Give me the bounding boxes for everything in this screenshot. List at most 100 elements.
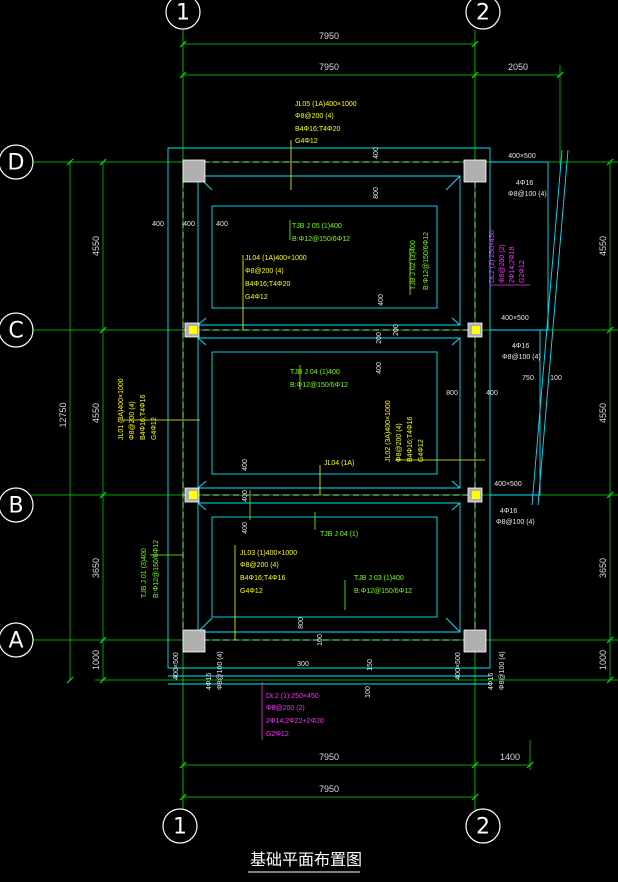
- jl01-label-4: G4Φ12: [151, 417, 158, 440]
- jl02-label-4: G4Φ12: [418, 439, 425, 462]
- dim-100-low: 100: [365, 686, 372, 698]
- dim-200-mid: 200: [376, 332, 383, 344]
- dim-bottom-span-1: 7950: [319, 752, 339, 762]
- dim-800-right: 800: [446, 390, 458, 397]
- axis-label-row-d: D: [8, 151, 25, 176]
- jl04-label-3: B4Φ16;T4Φ20: [245, 281, 291, 288]
- axis-label-col1-bottom: 1: [173, 815, 187, 840]
- jl01-label-1: JL01 (3A)400×1000: [118, 378, 125, 440]
- jl04-label-2: Φ8@200 (4): [245, 268, 284, 275]
- dim-left-bottom: 1000: [91, 650, 101, 670]
- tjb02-label-2: B:Φ12@150/6Φ12: [423, 232, 430, 290]
- dim-left-bc: 4550: [91, 403, 101, 423]
- tjb01-label-2: B:Φ12@150/6Φ12: [153, 540, 160, 598]
- axis-label-col2-top: 2: [476, 1, 490, 26]
- axis-label-row-a: A: [8, 629, 23, 654]
- jl04-label-1: JL04 (1A)400×1000: [245, 255, 307, 262]
- dim-400-right: 400: [486, 390, 498, 397]
- dim-left-cd: 4550: [91, 236, 101, 256]
- jl05-label-2: Φ8@200 (4): [295, 113, 334, 120]
- col-bar-4-line2: Φ8@100 (4): [217, 651, 224, 690]
- tjb01-label-1: TJB J 01 (3)400: [141, 548, 148, 598]
- dim-400a: 400: [152, 221, 164, 228]
- tjb03-label-1: TJB J 03 (1)400: [354, 575, 404, 582]
- dim-400-b2: 400: [242, 490, 249, 502]
- jl01-label-2: Φ8@200 (4): [129, 401, 136, 440]
- col-bar-1-line1: 4Φ16: [516, 180, 533, 187]
- jl05-label-4: G4Φ12: [295, 138, 318, 145]
- dim-400-b3: 400: [242, 522, 249, 534]
- jl05-label-3: B4Φ16;T4Φ20: [295, 126, 341, 133]
- dim-right-bottom: 1000: [598, 650, 608, 670]
- dim-right-bc: 4550: [598, 403, 608, 423]
- dim-200-mid-b: 200: [393, 324, 400, 336]
- jl02-label-2: Φ8@200 (4): [396, 423, 403, 462]
- dim-top-span-1: 7950: [319, 31, 339, 41]
- dl2-right-label-1: DL2 (2) 250×450: [489, 230, 496, 283]
- dim-100-bot: 100: [317, 634, 324, 646]
- jl01-label-3: B4Φ16;T4Φ16: [140, 394, 147, 440]
- axis-bubbles: [0, 0, 501, 844]
- dim-col-400x500-c: 400×500: [494, 481, 522, 488]
- column-1d: [182, 159, 206, 183]
- dim-col-400x500-a: 400×500: [508, 153, 536, 160]
- jl04-label-4: G4Φ12: [245, 294, 268, 301]
- col-bar-2-line2: Φ8@100 (4): [502, 354, 541, 361]
- dim-300: 300: [297, 661, 309, 668]
- dim-750: 750: [522, 375, 534, 382]
- jl03-label-2: Φ8@200 (4): [240, 562, 279, 569]
- col-bar-4-line1: 4Φ16: [206, 673, 213, 690]
- dl2-bottom-label-4: G2Φ12: [266, 731, 289, 738]
- tjb04-1-label: TJB J 04 (1): [320, 531, 358, 538]
- jl02-label-1: JL02 (3A)400×1000: [385, 400, 392, 462]
- dim-col-400x500-d: 400×500: [173, 652, 180, 680]
- footing-outlines: [167, 147, 549, 685]
- dim-bottom-overhang: 1400: [500, 752, 520, 762]
- dim-left-ab: 3650: [91, 558, 101, 578]
- dim-400b: 400: [183, 221, 195, 228]
- col-bar-1-line2: Φ8@100 (4): [508, 191, 547, 198]
- dim-left-total: 12750: [58, 402, 68, 427]
- jl03-label-1: JL03 (1)400×1000: [240, 550, 297, 557]
- dim-bottom-span-2: 7950: [319, 784, 339, 794]
- axis-label-row-c: C: [8, 319, 23, 344]
- axis-label-col1-top: 1: [176, 1, 190, 26]
- dl2-right-label-3: 2Φ14;2Φ18: [509, 246, 516, 283]
- jl05-label-1: JL05 (1A)400×1000: [295, 101, 357, 108]
- tjb02-label-1: TJB J 02 (3)400: [410, 240, 417, 290]
- beam-centerlines: [182, 161, 476, 641]
- tjb05-label-2: B:Φ12@150/6Φ12: [292, 236, 350, 243]
- dim-400-top: 400: [373, 147, 380, 159]
- dl2-bottom-label-3: 2Φ14;2Φ22+2Φ20: [266, 718, 324, 725]
- axis-label-col2-bottom: 2: [476, 815, 490, 840]
- dl2-right-label-4: G2Φ12: [519, 260, 526, 283]
- dl2-bottom-label-2: Φ8@200 (2): [266, 705, 305, 712]
- dimension-lines: [66, 40, 614, 801]
- axis-label-row-b: B: [8, 494, 23, 519]
- column-2a: [463, 629, 487, 653]
- dim-400c: 400: [216, 221, 228, 228]
- dim-right-cd: 4550: [598, 236, 608, 256]
- leader-lines: [118, 140, 530, 740]
- dl2-bottom-label-1: DL2 (1) 250×450: [266, 693, 319, 700]
- tjb04-label-2: B:Φ12@150/6Φ12: [290, 382, 348, 389]
- col-bar-5-line1: 4Φ16: [488, 673, 495, 690]
- dim-top-span-2: 7950: [319, 62, 339, 72]
- column-2d: [463, 159, 487, 183]
- dim-400-mid1: 400: [378, 294, 385, 306]
- dim-top-overhang: 2050: [508, 62, 528, 72]
- columns: [182, 159, 487, 653]
- dim-col-400x500-e: 400×500: [455, 652, 462, 680]
- dim-400-b1: 400: [242, 459, 249, 471]
- dl2-right-label-2: Φ8@200 (2): [499, 244, 506, 283]
- sloped-edge: [531, 149, 569, 506]
- jl03-label-4: G4Φ12: [240, 588, 263, 595]
- col-bar-5-line2: Φ8@100 (4): [499, 651, 506, 690]
- tjb04-label-1: TJB J 04 (1)400: [290, 369, 340, 376]
- col-bar-3-line2: Φ8@100 (4): [496, 519, 535, 526]
- tjb03-label-2: B:Φ12@150/6Φ12: [354, 588, 412, 595]
- column-1a: [182, 629, 206, 653]
- dim-col-400x500-b: 400×500: [501, 315, 529, 322]
- jl02-label-3: B4Φ16;T4Φ16: [407, 416, 414, 462]
- dim-800-top: 800: [373, 187, 380, 199]
